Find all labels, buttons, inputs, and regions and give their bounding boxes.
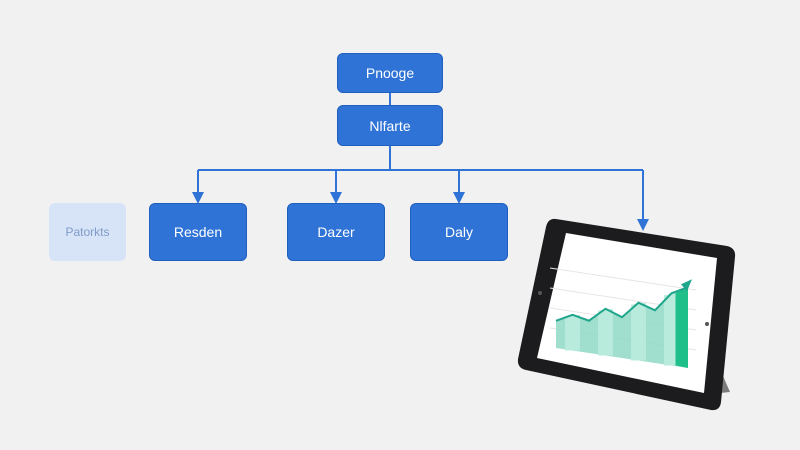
chart-gridline bbox=[549, 267, 697, 291]
node-child-daly-label: Daly bbox=[444, 224, 473, 240]
node-child-resden[interactable]: Resden bbox=[149, 203, 247, 261]
node-child-daly[interactable]: Daly bbox=[410, 203, 508, 261]
node-ghost-label: Patorkts bbox=[65, 225, 110, 239]
chart-trend-arrow bbox=[681, 279, 692, 292]
node-child-resden-label: Resden bbox=[173, 224, 223, 240]
tablet-trend-chart bbox=[549, 267, 697, 368]
chart-bar bbox=[664, 293, 679, 366]
chart-bar bbox=[631, 302, 646, 361]
node-root[interactable]: Pnooge bbox=[337, 53, 443, 93]
node-middle[interactable]: Nlfarte bbox=[337, 105, 443, 146]
node-child-dazer[interactable]: Dazer bbox=[287, 203, 385, 261]
node-middle-label: Nlfarte bbox=[369, 117, 411, 134]
tablet-camera bbox=[538, 291, 542, 295]
chart-bar bbox=[598, 308, 613, 356]
chart-area bbox=[556, 287, 688, 368]
chart-bar-highlight bbox=[675, 287, 688, 368]
tablet-home-button bbox=[705, 322, 709, 326]
chart-bar bbox=[565, 314, 580, 351]
node-root-label: Pnooge bbox=[365, 65, 415, 81]
chart-trend-line bbox=[555, 286, 689, 322]
node-child-dazer-label: Dazer bbox=[317, 224, 355, 240]
node-ghost[interactable]: Patorkts bbox=[49, 203, 126, 261]
